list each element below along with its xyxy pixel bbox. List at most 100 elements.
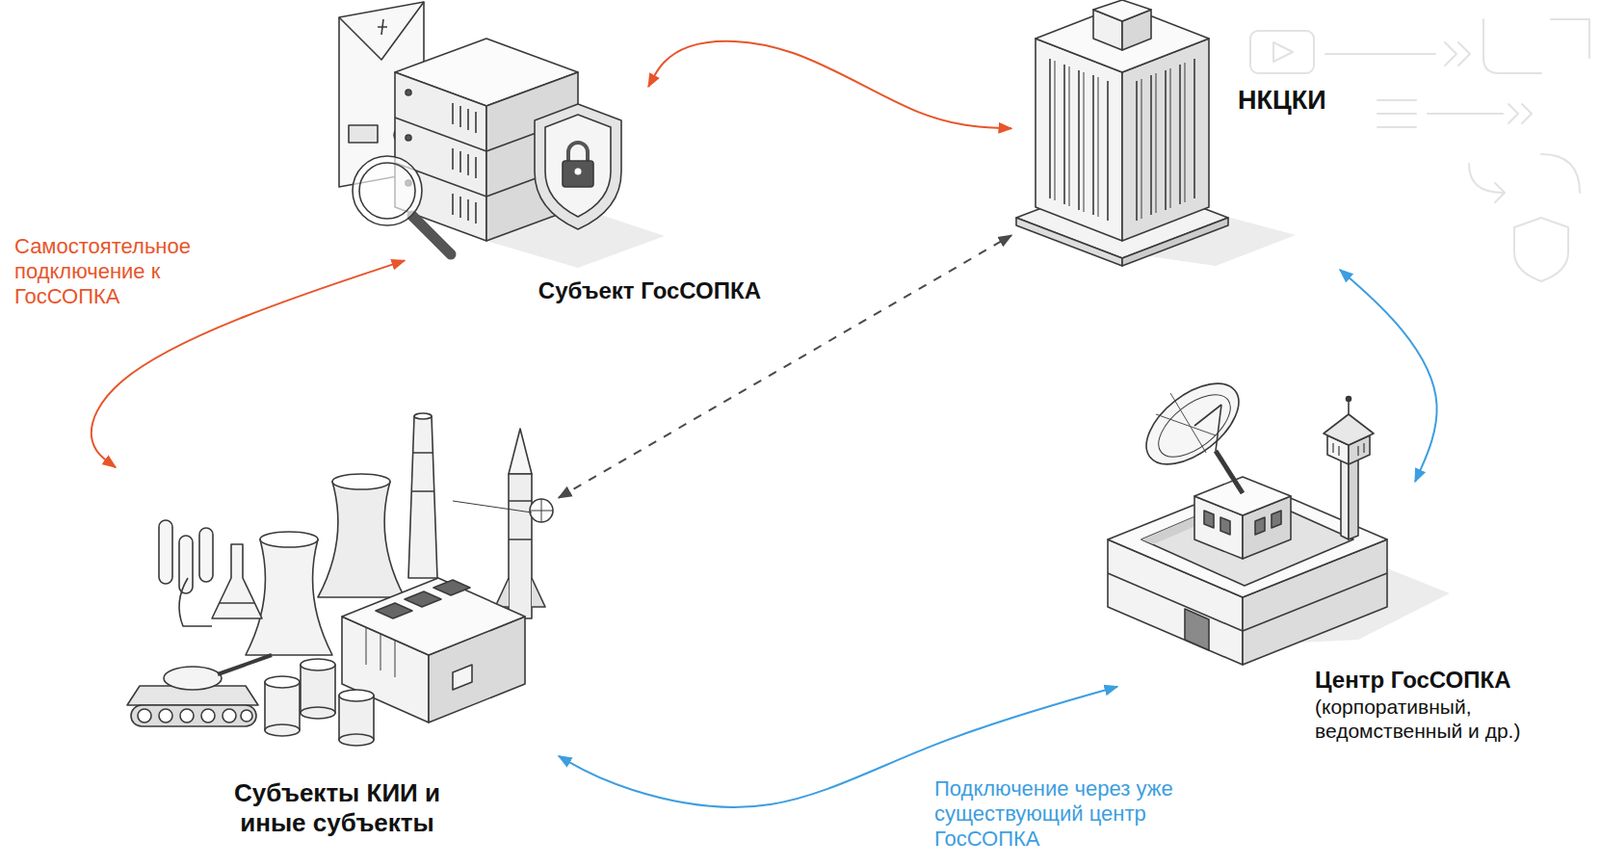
industry-illustration: [300, 664, 336, 713]
server-illustration: [348, 125, 378, 143]
industry-illustration: [264, 724, 300, 736]
node-note: (корпоративный, ведомственный и др.): [1314, 694, 1580, 743]
industry-illustration: [339, 695, 374, 740]
industry-illustration: [217, 655, 272, 675]
industry-illustration: [339, 734, 374, 746]
industry-illustration: [495, 577, 546, 607]
industry-illustration: [158, 708, 173, 723]
industry-illustration: [433, 579, 471, 596]
dashed-connector: [558, 235, 1012, 498]
server-illustration: [377, 19, 388, 35]
industry-illustration: [127, 413, 553, 746]
server-illustration: [405, 89, 412, 96]
node-title: Центр ГосСОПКА: [1314, 666, 1511, 695]
background-icons: [1468, 163, 1503, 193]
server-illustration: [352, 156, 422, 226]
background-icons: [1495, 183, 1505, 203]
center-illustration: [1107, 367, 1450, 665]
industry-illustration: [264, 676, 300, 688]
center-illustration: [1323, 414, 1374, 446]
center-illustration: [1215, 450, 1243, 494]
connector: [1339, 269, 1438, 482]
center-illustration: [1255, 517, 1265, 535]
background-icons: [1550, 19, 1590, 58]
center-illustration: [1340, 454, 1349, 540]
industry-illustration: [163, 666, 222, 690]
subject-node: Субъект ГосСОПКА: [404, 86, 771, 314]
industry-illustration: [408, 416, 438, 578]
server-illustration: [412, 215, 451, 255]
center-illustration: [1347, 400, 1350, 415]
server-illustration: [339, 1, 665, 268]
building-illustration: [1093, 0, 1152, 22]
industry-illustration: [219, 602, 255, 604]
background-icons: [1427, 112, 1503, 115]
industry-illustration: [158, 520, 173, 584]
building-illustration: [1016, 0, 1296, 266]
background-icons: [1377, 100, 1417, 128]
background-icons: [1250, 30, 1314, 74]
server-illustration: [575, 168, 582, 176]
connector: [91, 260, 405, 468]
industry-illustration: [201, 708, 215, 723]
industry-illustration: [508, 428, 532, 474]
center-illustration: [1271, 510, 1282, 528]
center-node: Центр ГосСОПКА(корпоративный, ведомствен…: [1117, 481, 1590, 757]
industry-illustration: [245, 539, 333, 656]
industry-illustration: [508, 473, 532, 619]
industry-illustration: [339, 689, 374, 702]
industry-illustration: [412, 452, 435, 492]
center-illustration: [1194, 476, 1291, 516]
industry-illustration: [131, 705, 257, 727]
center-illustration: [1204, 510, 1214, 528]
industry-illustration: [179, 577, 212, 627]
industry-illustration: [332, 473, 391, 490]
industry-illustration: [452, 664, 473, 690]
industry-illustration: [222, 708, 237, 723]
industry-illustration: [404, 591, 442, 607]
background-icons: [1444, 42, 1470, 66]
industry-illustration: [366, 628, 395, 678]
connector: [648, 41, 1012, 130]
background-icons: [1483, 19, 1542, 74]
industry-illustration: [300, 658, 336, 671]
server-illustration: [405, 134, 412, 141]
industry-illustration: [414, 413, 432, 420]
server-illustration: [568, 142, 588, 162]
nkcki-node: НКЦКИ: [1011, 0, 1359, 270]
connectors: [91, 41, 1438, 808]
center-illustration: [1220, 517, 1231, 535]
node-title: Субъект ГосСОПКА: [538, 277, 761, 306]
industry-illustration: [137, 708, 152, 723]
building-illustration: [1054, 60, 1185, 219]
server-illustration: [359, 162, 416, 219]
background-icons: [1325, 52, 1436, 55]
server-illustration: [545, 114, 611, 217]
industry-illustration: [260, 531, 318, 548]
background-icons: [1541, 154, 1580, 193]
kii-node: Субъекты КИИ и иные субъекты: [115, 404, 559, 848]
edge-label: Самостоятельное подключение к ГосСОПКА: [14, 234, 222, 310]
background-icons: [1508, 104, 1532, 124]
industry-illustration: [199, 527, 213, 582]
industry-illustration: [264, 681, 300, 731]
industry-illustration: [179, 535, 193, 594]
edge-label: Подключение через уже существующий центр…: [934, 776, 1224, 852]
center-illustration: [1148, 383, 1241, 470]
server-illustration: [562, 160, 594, 187]
server-illustration: [534, 104, 622, 230]
background-icons: [1273, 42, 1293, 62]
center-illustration: [1348, 454, 1359, 540]
center-illustration: [1346, 396, 1352, 402]
center-illustration: [1194, 404, 1222, 451]
industry-illustration: [452, 498, 553, 523]
center-illustration: [1184, 608, 1209, 651]
industry-illustration: [180, 708, 194, 723]
background-icons: [1250, 19, 1590, 282]
industry-illustration: [341, 577, 525, 656]
industry-illustration: [300, 707, 336, 719]
server-illustration: [339, 1, 424, 60]
building-illustration: [1049, 58, 1195, 221]
